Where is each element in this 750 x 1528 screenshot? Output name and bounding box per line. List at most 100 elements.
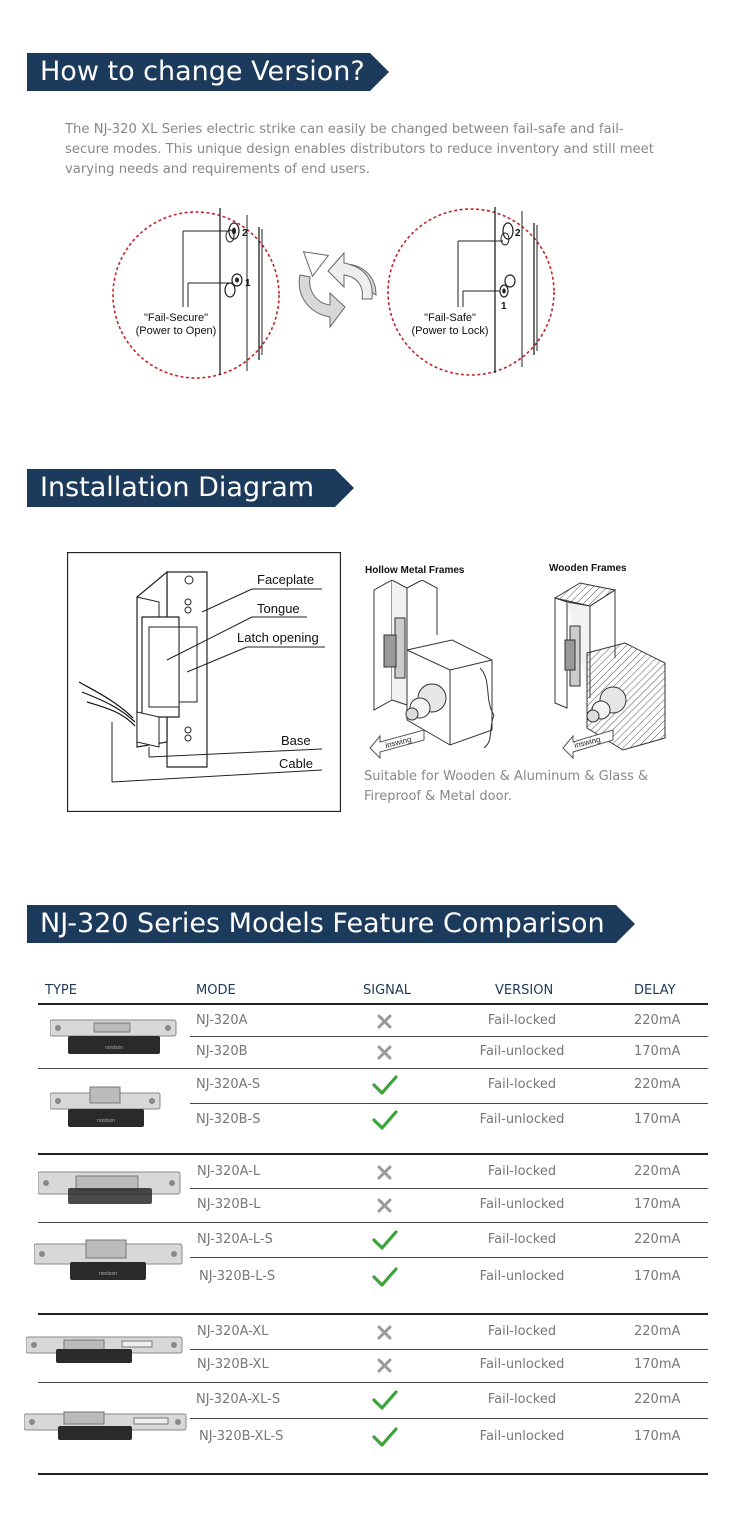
fail-safe-label-line1: "Fail-Safe" bbox=[424, 312, 476, 324]
row-divider bbox=[38, 1068, 708, 1069]
cell-mode: NJ-320B-XL bbox=[197, 1357, 269, 1372]
cell-delay: 220mA bbox=[634, 1232, 681, 1247]
cell-version: Fail-locked bbox=[487, 1013, 557, 1028]
group-divider bbox=[38, 1313, 708, 1315]
cell-mode: NJ-320B bbox=[196, 1044, 248, 1059]
cell-delay: 220mA bbox=[634, 1013, 681, 1028]
num-1-left: 1 bbox=[245, 278, 251, 289]
product-image-nj320-l-s: nordson bbox=[34, 1239, 183, 1280]
swap-arrows-icon bbox=[298, 251, 377, 329]
num-2-left: 2 bbox=[242, 228, 248, 239]
label-cable: Cable bbox=[279, 756, 313, 771]
table-header-rule bbox=[38, 1003, 708, 1005]
check-icon bbox=[372, 1426, 398, 1452]
num-1-right: 1 bbox=[501, 301, 507, 312]
cell-delay: 170mA bbox=[634, 1197, 681, 1212]
brand-text: nordson bbox=[105, 1045, 123, 1051]
row-divider bbox=[190, 1257, 708, 1258]
cell-delay: 220mA bbox=[634, 1077, 681, 1092]
group-divider bbox=[38, 1153, 708, 1155]
cell-mode: NJ-320A-XL bbox=[197, 1324, 269, 1339]
cross-icon bbox=[377, 1165, 392, 1184]
wooden-frame-illustration: inswing bbox=[553, 582, 666, 760]
cell-delay: 220mA bbox=[634, 1392, 681, 1407]
check-icon bbox=[372, 1109, 398, 1135]
cell-version: Fail-unlocked bbox=[479, 1357, 565, 1372]
cell-delay: 170mA bbox=[634, 1044, 681, 1059]
fail-safe-label-line2: (Power to Lock) bbox=[411, 325, 489, 337]
section-title-version: How to change Version? bbox=[27, 53, 389, 91]
cell-mode: NJ-320A bbox=[196, 1013, 248, 1028]
cross-icon bbox=[377, 1045, 392, 1064]
row-divider bbox=[38, 1222, 708, 1223]
check-icon bbox=[372, 1266, 398, 1292]
label-faceplate: Faceplate bbox=[257, 572, 315, 587]
check-icon bbox=[372, 1229, 398, 1255]
version-intro-text: The NJ-320 XL Series electric strike can… bbox=[65, 122, 654, 177]
product-image-nj320-s: nordson bbox=[50, 1086, 161, 1127]
cell-mode: NJ-320A-L bbox=[197, 1164, 261, 1179]
suitable-text: Suitable for Wooden & Aluminum & Glass &… bbox=[364, 769, 649, 804]
label-tongue: Tongue bbox=[257, 601, 300, 616]
cell-version: Fail-locked bbox=[487, 1164, 557, 1179]
cell-version: Fail-unlocked bbox=[479, 1269, 565, 1284]
cell-version: Fail-locked bbox=[487, 1392, 557, 1407]
row-divider bbox=[190, 1418, 708, 1419]
cell-delay: 220mA bbox=[634, 1324, 681, 1339]
cell-mode: NJ-320B-L bbox=[197, 1197, 261, 1212]
row-divider bbox=[190, 1349, 708, 1350]
cell-delay: 170mA bbox=[634, 1357, 681, 1372]
cell-delay: 220mA bbox=[634, 1164, 681, 1179]
product-image-nj320: nordson bbox=[50, 1019, 177, 1054]
header-delay: DELAY bbox=[634, 983, 676, 998]
cell-version: Fail-unlocked bbox=[479, 1044, 565, 1059]
brand-text: nordson bbox=[97, 1118, 115, 1124]
section-title-compare-text: NJ-320 Series Models Feature Comparison bbox=[40, 908, 605, 939]
group-divider bbox=[38, 1473, 708, 1475]
fail-secure-label-line1: "Fail-Secure" bbox=[143, 312, 209, 324]
hollow-frame-title: Hollow Metal Frames bbox=[365, 565, 465, 576]
cell-mode: NJ-320A-XL-S bbox=[196, 1392, 281, 1407]
section-title-version-text: How to change Version? bbox=[40, 56, 365, 87]
row-divider bbox=[38, 1382, 708, 1383]
fail-secure-label-line2: (Power to Open) bbox=[135, 325, 217, 337]
header-version: VERSION bbox=[495, 983, 554, 998]
row-divider bbox=[190, 1188, 708, 1189]
hollow-metal-frame-illustration: inswing bbox=[369, 580, 495, 760]
brand-text: nordson bbox=[99, 1271, 117, 1277]
fail-secure-circle bbox=[112, 208, 280, 379]
cell-mode: NJ-320B-XL-S bbox=[199, 1429, 284, 1444]
check-icon bbox=[372, 1389, 398, 1415]
label-latch-opening: Latch opening bbox=[237, 630, 319, 645]
fail-secure-label: "Fail-Secure" (Power to Open) bbox=[128, 312, 224, 338]
cross-icon bbox=[377, 1358, 392, 1377]
label-base: Base bbox=[281, 733, 311, 748]
cell-version: Fail-locked bbox=[487, 1077, 557, 1092]
wooden-frame-title: Wooden Frames bbox=[549, 563, 627, 574]
product-image-nj320-l bbox=[38, 1171, 181, 1204]
cell-mode: NJ-320B-S bbox=[196, 1112, 261, 1127]
header-mode: MODE bbox=[196, 983, 236, 998]
fail-safe-circle bbox=[387, 207, 555, 376]
cell-version: Fail-unlocked bbox=[479, 1197, 565, 1212]
section-title-install: Installation Diagram bbox=[27, 469, 354, 507]
row-divider bbox=[190, 1103, 708, 1104]
check-icon bbox=[372, 1074, 398, 1100]
cell-version: Fail-unlocked bbox=[479, 1429, 565, 1444]
cell-delay: 170mA bbox=[634, 1269, 681, 1284]
fail-safe-label: "Fail-Safe" (Power to Lock) bbox=[402, 312, 498, 338]
cell-version: Fail-locked bbox=[487, 1324, 557, 1339]
product-image-nj320-xl-s bbox=[24, 1411, 187, 1440]
cell-delay: 170mA bbox=[634, 1112, 681, 1127]
section-title-compare: NJ-320 Series Models Feature Comparison bbox=[27, 905, 635, 943]
cell-version: Fail-unlocked bbox=[479, 1112, 565, 1127]
header-type: TYPE bbox=[45, 983, 77, 998]
cell-mode: NJ-320B-L-S bbox=[199, 1269, 276, 1284]
row-divider bbox=[190, 1036, 708, 1037]
cell-mode: NJ-320A-L-S bbox=[197, 1232, 273, 1247]
product-image-nj320-xl bbox=[26, 1336, 183, 1363]
cross-icon bbox=[377, 1325, 392, 1344]
cross-icon bbox=[377, 1198, 392, 1217]
cross-icon bbox=[377, 1014, 392, 1033]
inswing-label-hollow: inswing bbox=[384, 735, 412, 750]
